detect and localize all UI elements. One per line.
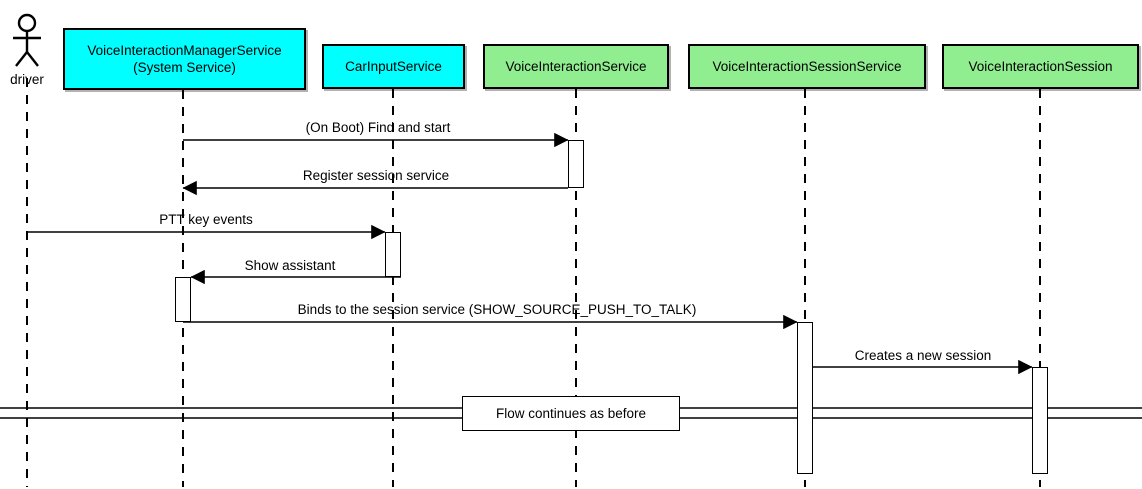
participant-box-visession[interactable]: VoiceInteractionSession xyxy=(942,44,1139,89)
message-label-m3: PTT key events xyxy=(159,212,253,227)
activation-bar-visession xyxy=(1032,367,1048,474)
actor-head xyxy=(17,13,37,33)
activation-bar-carinput xyxy=(385,232,401,277)
participant-label-carinput: CarInputService xyxy=(345,59,442,74)
message-label-m6: Creates a new session xyxy=(854,348,992,363)
message-label-m2: Register session service xyxy=(302,168,450,183)
activation-bar-vis xyxy=(568,140,584,188)
participant-box-visessionservice[interactable]: VoiceInteractionSessionService xyxy=(688,44,926,89)
actor-stick-figure xyxy=(13,13,41,67)
participant-label-visession: VoiceInteractionSession xyxy=(968,59,1113,74)
activation-bar-vims xyxy=(175,277,191,322)
activation-bar-visessionservice xyxy=(797,322,813,474)
divider-note-label: Flow continues as before xyxy=(495,406,647,421)
divider-note: Flow continues as before xyxy=(462,396,680,431)
participant-box-vis[interactable]: VoiceInteractionService xyxy=(483,44,669,89)
message-arrows-group xyxy=(27,132,1033,375)
message-label-m4: Show assistant xyxy=(244,258,336,273)
actor-leg-right xyxy=(26,51,39,67)
message-label-m1: (On Boot) Find and start xyxy=(305,120,451,135)
actor-leg-left xyxy=(15,51,28,67)
participant-label-visessionservice: VoiceInteractionSessionService xyxy=(712,59,902,74)
participant-label-vis: VoiceInteractionService xyxy=(505,59,647,74)
participant-box-vims[interactable]: VoiceInteractionManagerService(System Se… xyxy=(63,28,306,90)
participant-label-vims: VoiceInteractionManagerService(System Se… xyxy=(87,43,282,75)
message-label-m5: Binds to the session service (SHOW_SOURC… xyxy=(297,302,697,317)
participant-box-carinput[interactable]: CarInputService xyxy=(322,44,465,89)
actor-label-driver: driver xyxy=(10,72,44,87)
